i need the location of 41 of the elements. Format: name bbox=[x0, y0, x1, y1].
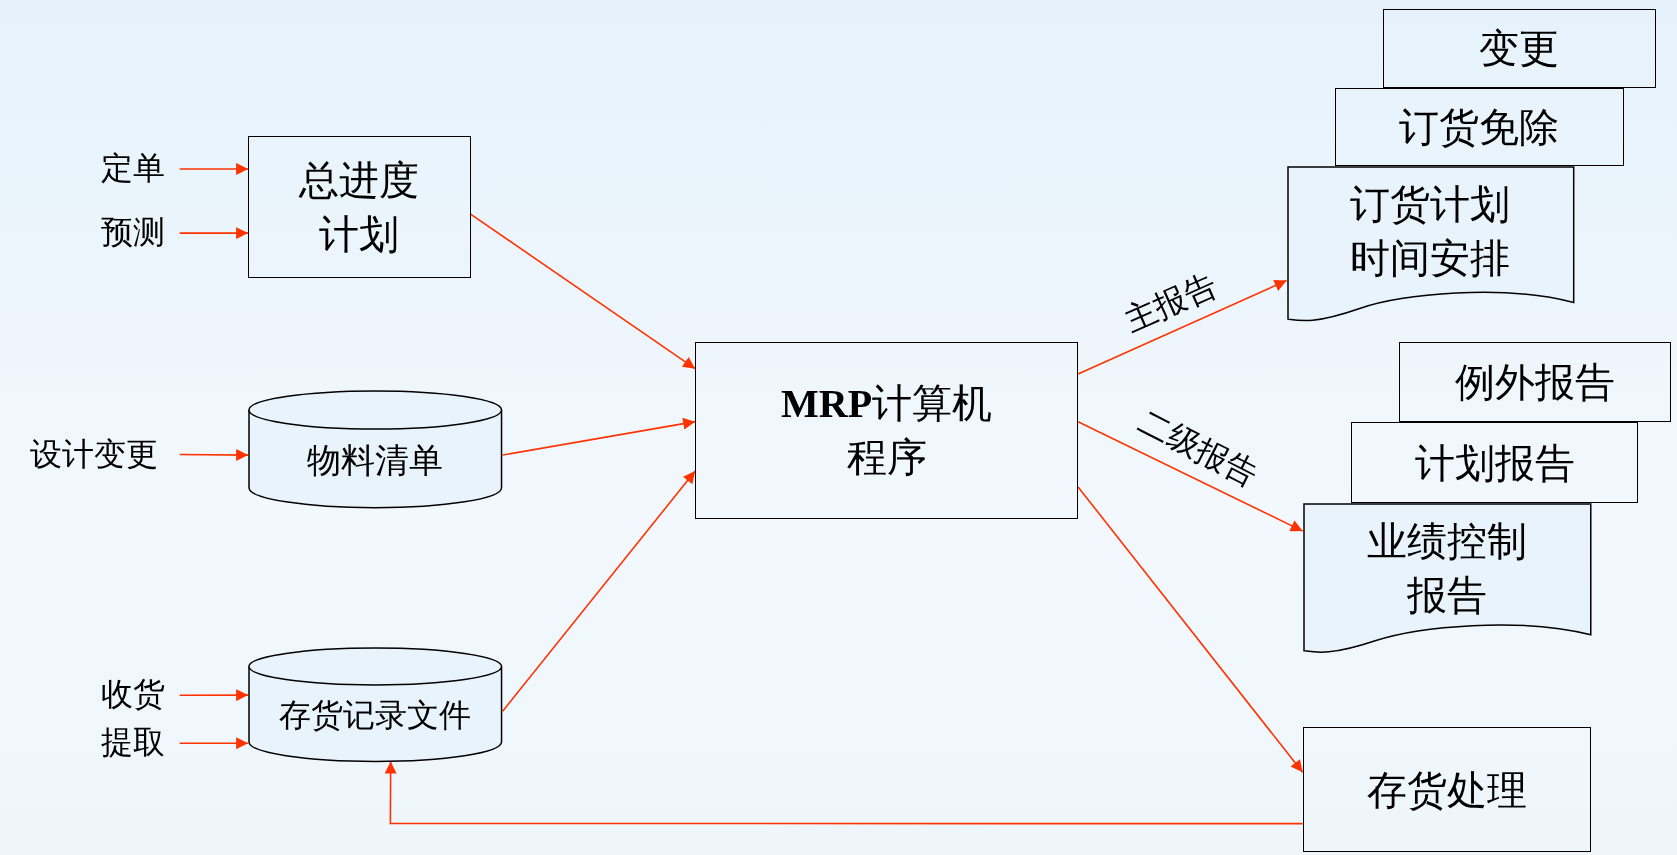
node-label: 订货免除 bbox=[1399, 103, 1560, 152]
arrow bbox=[501, 470, 696, 712]
node-label: 计划报告 bbox=[1414, 439, 1575, 488]
edge-label: 二级报告 bbox=[1132, 402, 1265, 496]
arrow bbox=[178, 162, 249, 175]
report-sheet bbox=[1334, 87, 1624, 166]
report-document bbox=[1302, 502, 1592, 653]
node-label: 存货处理 bbox=[1367, 766, 1528, 815]
node-label: 订货计划时间安排 bbox=[1349, 180, 1512, 283]
report-sheet bbox=[1350, 422, 1639, 503]
node-label: MRP计算机程序 bbox=[780, 380, 994, 483]
input-label: 提取 bbox=[85, 721, 180, 765]
node-label: 物料清单 bbox=[307, 441, 444, 481]
node-label: 总进度计划 bbox=[298, 156, 421, 259]
arrow bbox=[469, 213, 696, 370]
arrow bbox=[1077, 486, 1304, 774]
node-label: 例外报告 bbox=[1454, 359, 1615, 408]
report-document bbox=[1286, 165, 1575, 321]
arrow bbox=[178, 227, 249, 240]
arrow bbox=[178, 737, 249, 750]
process-box bbox=[248, 135, 471, 279]
input-label: 预测 bbox=[85, 211, 180, 255]
process-box bbox=[1302, 727, 1592, 853]
arrow bbox=[501, 417, 696, 456]
input-label: 定单 bbox=[85, 147, 180, 191]
input-label: 设计变更 bbox=[8, 431, 180, 479]
node-label: 存货记录文件 bbox=[279, 696, 472, 736]
process-box bbox=[695, 342, 1079, 519]
node-label: 业绩控制报告 bbox=[1366, 517, 1529, 620]
arrow bbox=[1077, 420, 1304, 532]
database-cylinder bbox=[248, 647, 503, 762]
report-sheet bbox=[1398, 342, 1671, 423]
edge-label: 主报告 bbox=[1118, 264, 1223, 340]
database-cylinder bbox=[248, 390, 503, 508]
report-sheet bbox=[1382, 8, 1656, 88]
node-label: 变更 bbox=[1479, 25, 1560, 74]
arrow bbox=[178, 689, 249, 702]
arrow bbox=[384, 760, 1304, 825]
input-label: 收货 bbox=[85, 673, 180, 717]
arrow bbox=[178, 449, 249, 461]
arrow bbox=[1077, 279, 1288, 375]
